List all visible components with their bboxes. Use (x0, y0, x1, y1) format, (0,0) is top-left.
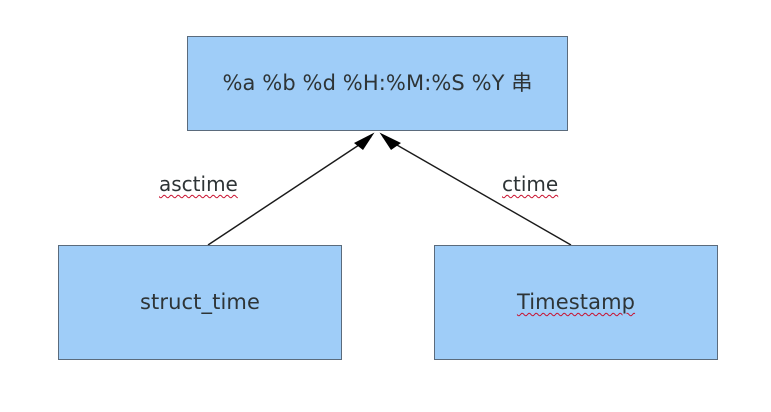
node-timestamp-label: Timestamp (516, 289, 636, 314)
node-struct-time[interactable]: struct_time (58, 245, 342, 360)
edge-label-asctime: asctime (159, 172, 238, 196)
edge-label-ctime: ctime (502, 172, 558, 196)
edge-asctime-arrowhead (354, 132, 375, 150)
edge-label-ctime-text: ctime (502, 172, 559, 196)
node-format-string-label: %a %b %d %H:%M:%S %Y 串 (222, 70, 533, 95)
node-struct-time-label: struct_time (140, 289, 260, 314)
node-timestamp[interactable]: Timestamp (434, 245, 718, 360)
edge-ctime-arrowhead (379, 132, 401, 150)
edge-label-asctime-text: asctime (159, 172, 238, 196)
node-format-string[interactable]: %a %b %d %H:%M:%S %Y 串 (187, 36, 568, 131)
